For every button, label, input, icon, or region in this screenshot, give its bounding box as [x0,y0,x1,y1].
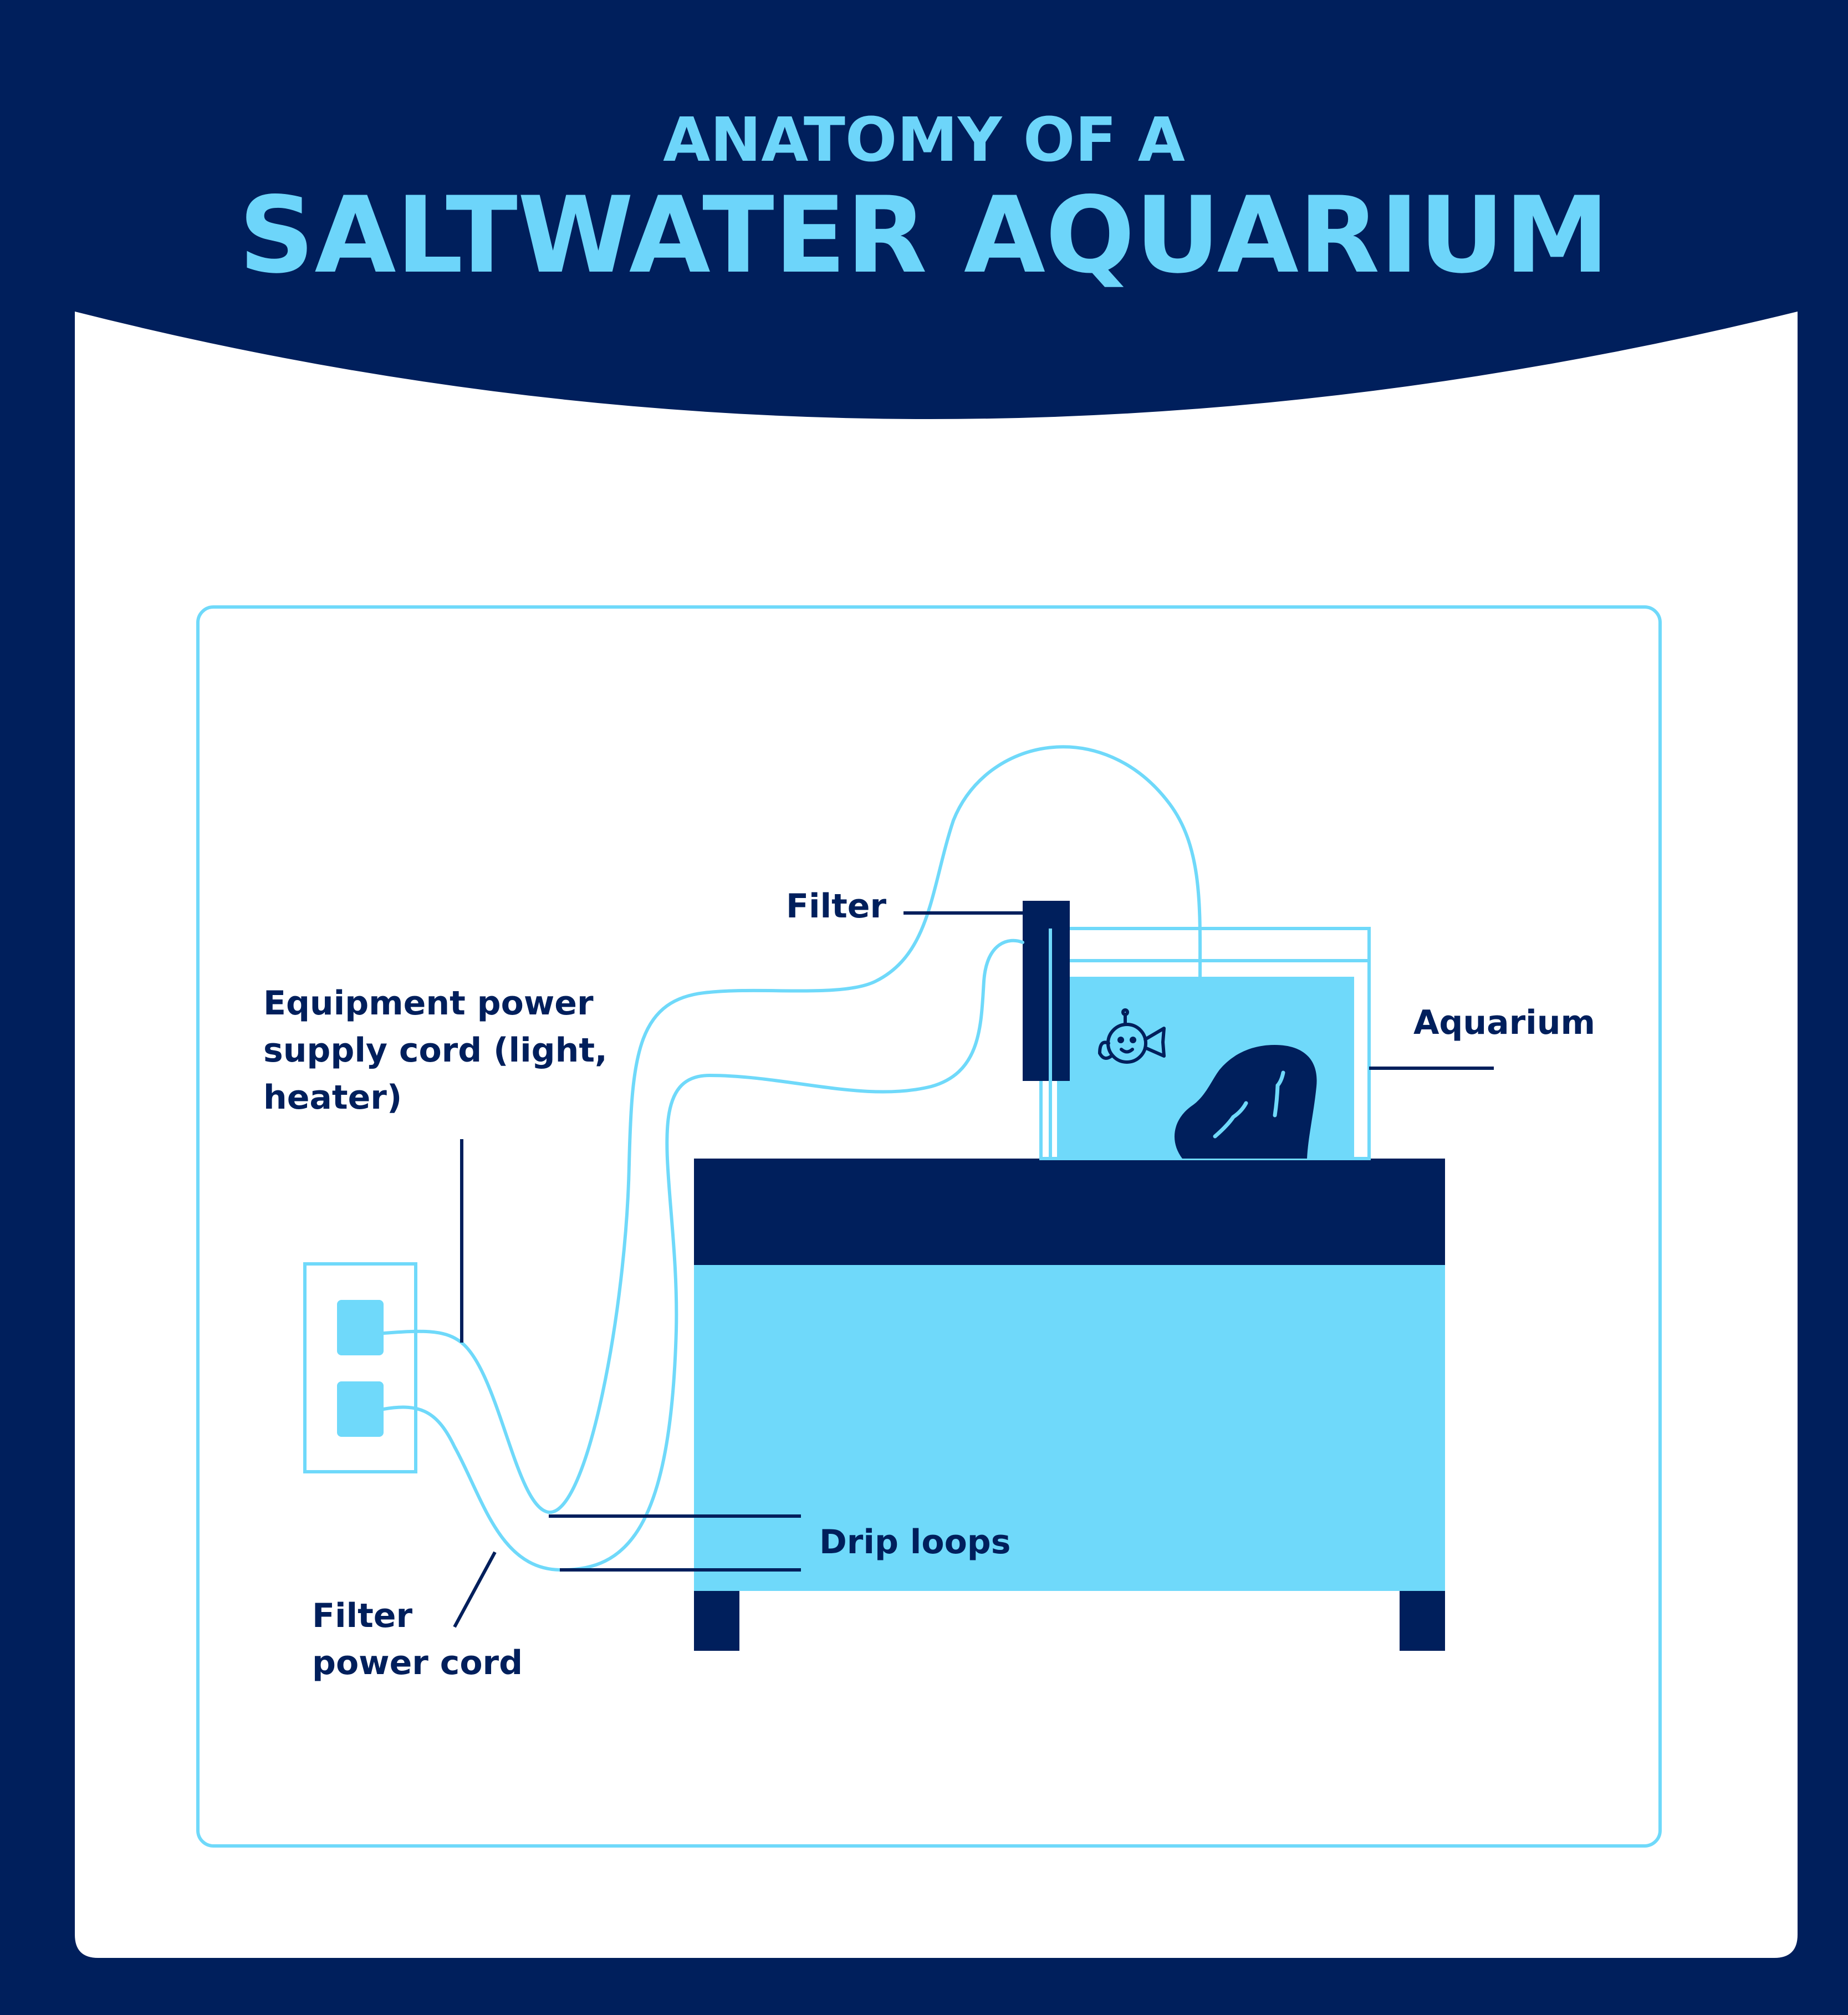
outlet-socket-top [337,1300,384,1355]
label-filter: Filter [786,887,886,926]
stand-cabinet [694,1265,1445,1591]
filter-body [1023,901,1070,1081]
label-equipment-cord-2: supply cord (light, [263,1031,608,1070]
diagram-frame [196,605,1662,1848]
label-drip-loops: Drip loops [819,1523,1010,1562]
filter-unit [1023,901,1070,1159]
stand-leg-left [694,1591,739,1651]
stand-leg-right [1400,1591,1445,1651]
outlet-icon [303,1262,417,1473]
filter-cord-leader [453,1551,497,1628]
equipment-power-cord [382,745,1202,1514]
title-line-1: ANATOMY OF A [663,104,1185,175]
rock-highlight-1 [1213,1101,1248,1139]
outlet-socket-bottom [337,1381,384,1437]
stand-top [694,1159,1445,1265]
label-equipment-cord-1: Equipment power [263,984,594,1023]
aquarium-tank [1039,927,1371,1160]
aquarium-stand [694,1159,1445,1651]
filter-power-cord [382,938,1024,1572]
label-filter-cord-1: Filter [312,1596,412,1635]
fish-icon [1098,1008,1166,1064]
label-filter-cord-2: power cord [312,1644,523,1682]
label-aquarium: Aquarium [1413,1003,1595,1042]
label-equipment-cord-3: heater) [263,1078,402,1117]
title-line-2: SALTWATER AQUARIUM [239,174,1610,297]
content-panel [75,312,1798,1958]
rock-highlight-2 [1273,1070,1285,1118]
